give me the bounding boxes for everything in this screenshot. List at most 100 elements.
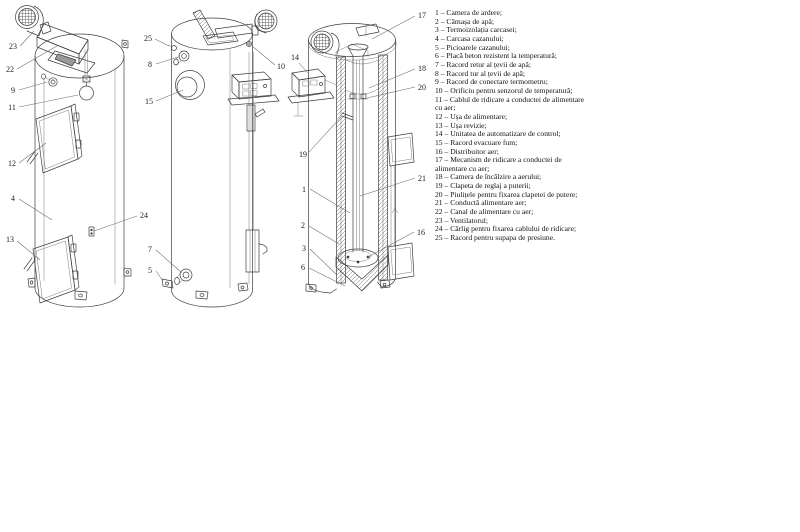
legend-item: 17 – Mecanism de ridicare a conductei de…: [435, 155, 562, 173]
control-unit: [287, 68, 337, 117]
legend-item: 3 – Termoizolația carcasei;: [435, 25, 517, 35]
callout-leader-line: [18, 142, 47, 164]
callout-number: 2: [301, 221, 305, 230]
callout-number: 13: [6, 235, 14, 244]
callout-number: 16: [417, 228, 425, 237]
legend-item: 18 – Camera de încălzire a aerului;: [435, 172, 542, 182]
air-chamber-boxes: [387, 132, 415, 281]
callout-leader-line: [371, 15, 416, 40]
legend-item: 15 – Racord evacuare fum;: [435, 137, 518, 147]
boiler-body: [171, 33, 253, 308]
callout-number: 6: [301, 263, 305, 272]
legend-item: 23 – Ventilatorul;: [435, 215, 489, 225]
callout-leader-line: [308, 115, 343, 153]
air-canal: [36, 23, 96, 74]
callout-number: 5: [148, 266, 152, 275]
callout-number: 17: [418, 11, 426, 20]
legend-item: 21 – Conductă alimentare aer;: [435, 198, 527, 208]
callout-leader-line: [359, 177, 416, 197]
callout-number: 3: [302, 244, 306, 253]
feed-door: [26, 103, 83, 174]
return-fitting: [174, 268, 193, 285]
callout-leader-line: [154, 38, 170, 47]
fixing-nuts: [347, 93, 369, 100]
legend-item: 13 – Ușa revizie;: [435, 120, 487, 130]
callout-leader-line: [251, 45, 276, 66]
callout-number: 20: [418, 83, 426, 92]
callout-leader-line: [155, 249, 182, 273]
callout-number: 18: [418, 64, 426, 73]
thermometer-fitting: [41, 73, 58, 87]
legend-item: 12 – Ușa de alimentare;: [435, 111, 508, 121]
callout-number: 10: [277, 62, 285, 71]
inspection-door: [23, 234, 80, 304]
callout-number: 19: [299, 150, 307, 159]
legend-item: 5 – Picioarele cazanului;: [435, 42, 510, 52]
cable-hook: [88, 226, 95, 237]
callout-leader-line: [18, 81, 48, 91]
callout-number: 9: [11, 86, 15, 95]
callout-number: 24: [140, 211, 148, 220]
legend-item: 24 – Cârlig pentru fixarea cablului de r…: [435, 224, 577, 234]
boiler-body: [34, 55, 125, 308]
legend-item: 25 – Racord pentru supapa de presiune.: [435, 233, 555, 243]
callout-number: 22: [6, 65, 14, 74]
legend-item: 20 – Piulițele pentru fixarea clapetei d…: [435, 189, 578, 199]
callout-number: 25: [144, 34, 152, 43]
legend-item: 4 – Carcasa cazanului;: [435, 33, 504, 43]
callout-number: 12: [8, 159, 16, 168]
fan-icon: [251, 9, 278, 36]
legend-item: 6 – Placă beton rezistent la temperatură…: [435, 51, 557, 61]
callout-number: 21: [418, 174, 426, 183]
callout-leader-line: [309, 248, 338, 276]
callout-number: 15: [145, 97, 153, 106]
callout-number: 1: [302, 185, 306, 194]
callout-leader-line: [16, 240, 41, 261]
pressure-valve-fitting: [167, 44, 177, 51]
air-distributor: [337, 248, 379, 268]
callout-leader-line: [367, 231, 415, 258]
callout-leader-line: [309, 188, 351, 214]
callout-number: 8: [148, 60, 152, 69]
callout-leader-line: [155, 56, 179, 65]
air-supply-pipe: [347, 43, 369, 253]
legend-item: 2 – Cămașa de apă;: [435, 16, 495, 26]
legend-item: 14 – Unitatea de automatizare de control…: [435, 129, 561, 139]
side-rail: [245, 51, 268, 285]
callout-leader-line: [19, 30, 35, 47]
power-damper: [341, 112, 354, 121]
legend-item: 1 – Camera de ardere;: [435, 8, 503, 17]
legend: 1 – Camera de ardere;2 – Cămașa de apă;3…: [435, 8, 587, 243]
callout-leader-line: [155, 270, 164, 282]
callout-number: 7: [148, 245, 152, 254]
callout-leader-line: [18, 94, 79, 108]
callout-number: 14: [291, 53, 299, 62]
concrete-plate: [335, 254, 389, 292]
callout-leader-line: [308, 267, 346, 287]
callout-leader-line: [155, 89, 184, 102]
legend-item: 11 – Cablul de ridicare a conductei de a…: [435, 94, 584, 113]
boiler-feet: [161, 278, 249, 300]
sensor-hole: [246, 41, 252, 47]
callout-leader-line: [16, 45, 58, 70]
callout-leader-line: [368, 68, 416, 89]
callout-leader-line: [298, 62, 309, 74]
callout-leader-line: [308, 225, 340, 245]
fan-icon: [15, 5, 52, 37]
flow-fitting: [173, 50, 190, 66]
boiler-rear-view: [161, 9, 280, 308]
lifting-mechanism: [355, 23, 380, 37]
fan-icon: [310, 30, 340, 55]
callout-labels: 2322911124132425815107514171820191236211…: [6, 11, 426, 287]
legend-item: 8 – Racord tur al țevii de apă;: [435, 68, 526, 78]
top-slot: [202, 31, 239, 46]
lifting-cable: [79, 48, 94, 101]
callout-number: 11: [8, 103, 16, 112]
callout-number: 4: [11, 194, 15, 203]
callout-number: 23: [9, 42, 17, 51]
flue-outlet: [175, 70, 205, 100]
boiler-feet: [27, 39, 132, 301]
boiler-feet: [305, 279, 391, 293]
